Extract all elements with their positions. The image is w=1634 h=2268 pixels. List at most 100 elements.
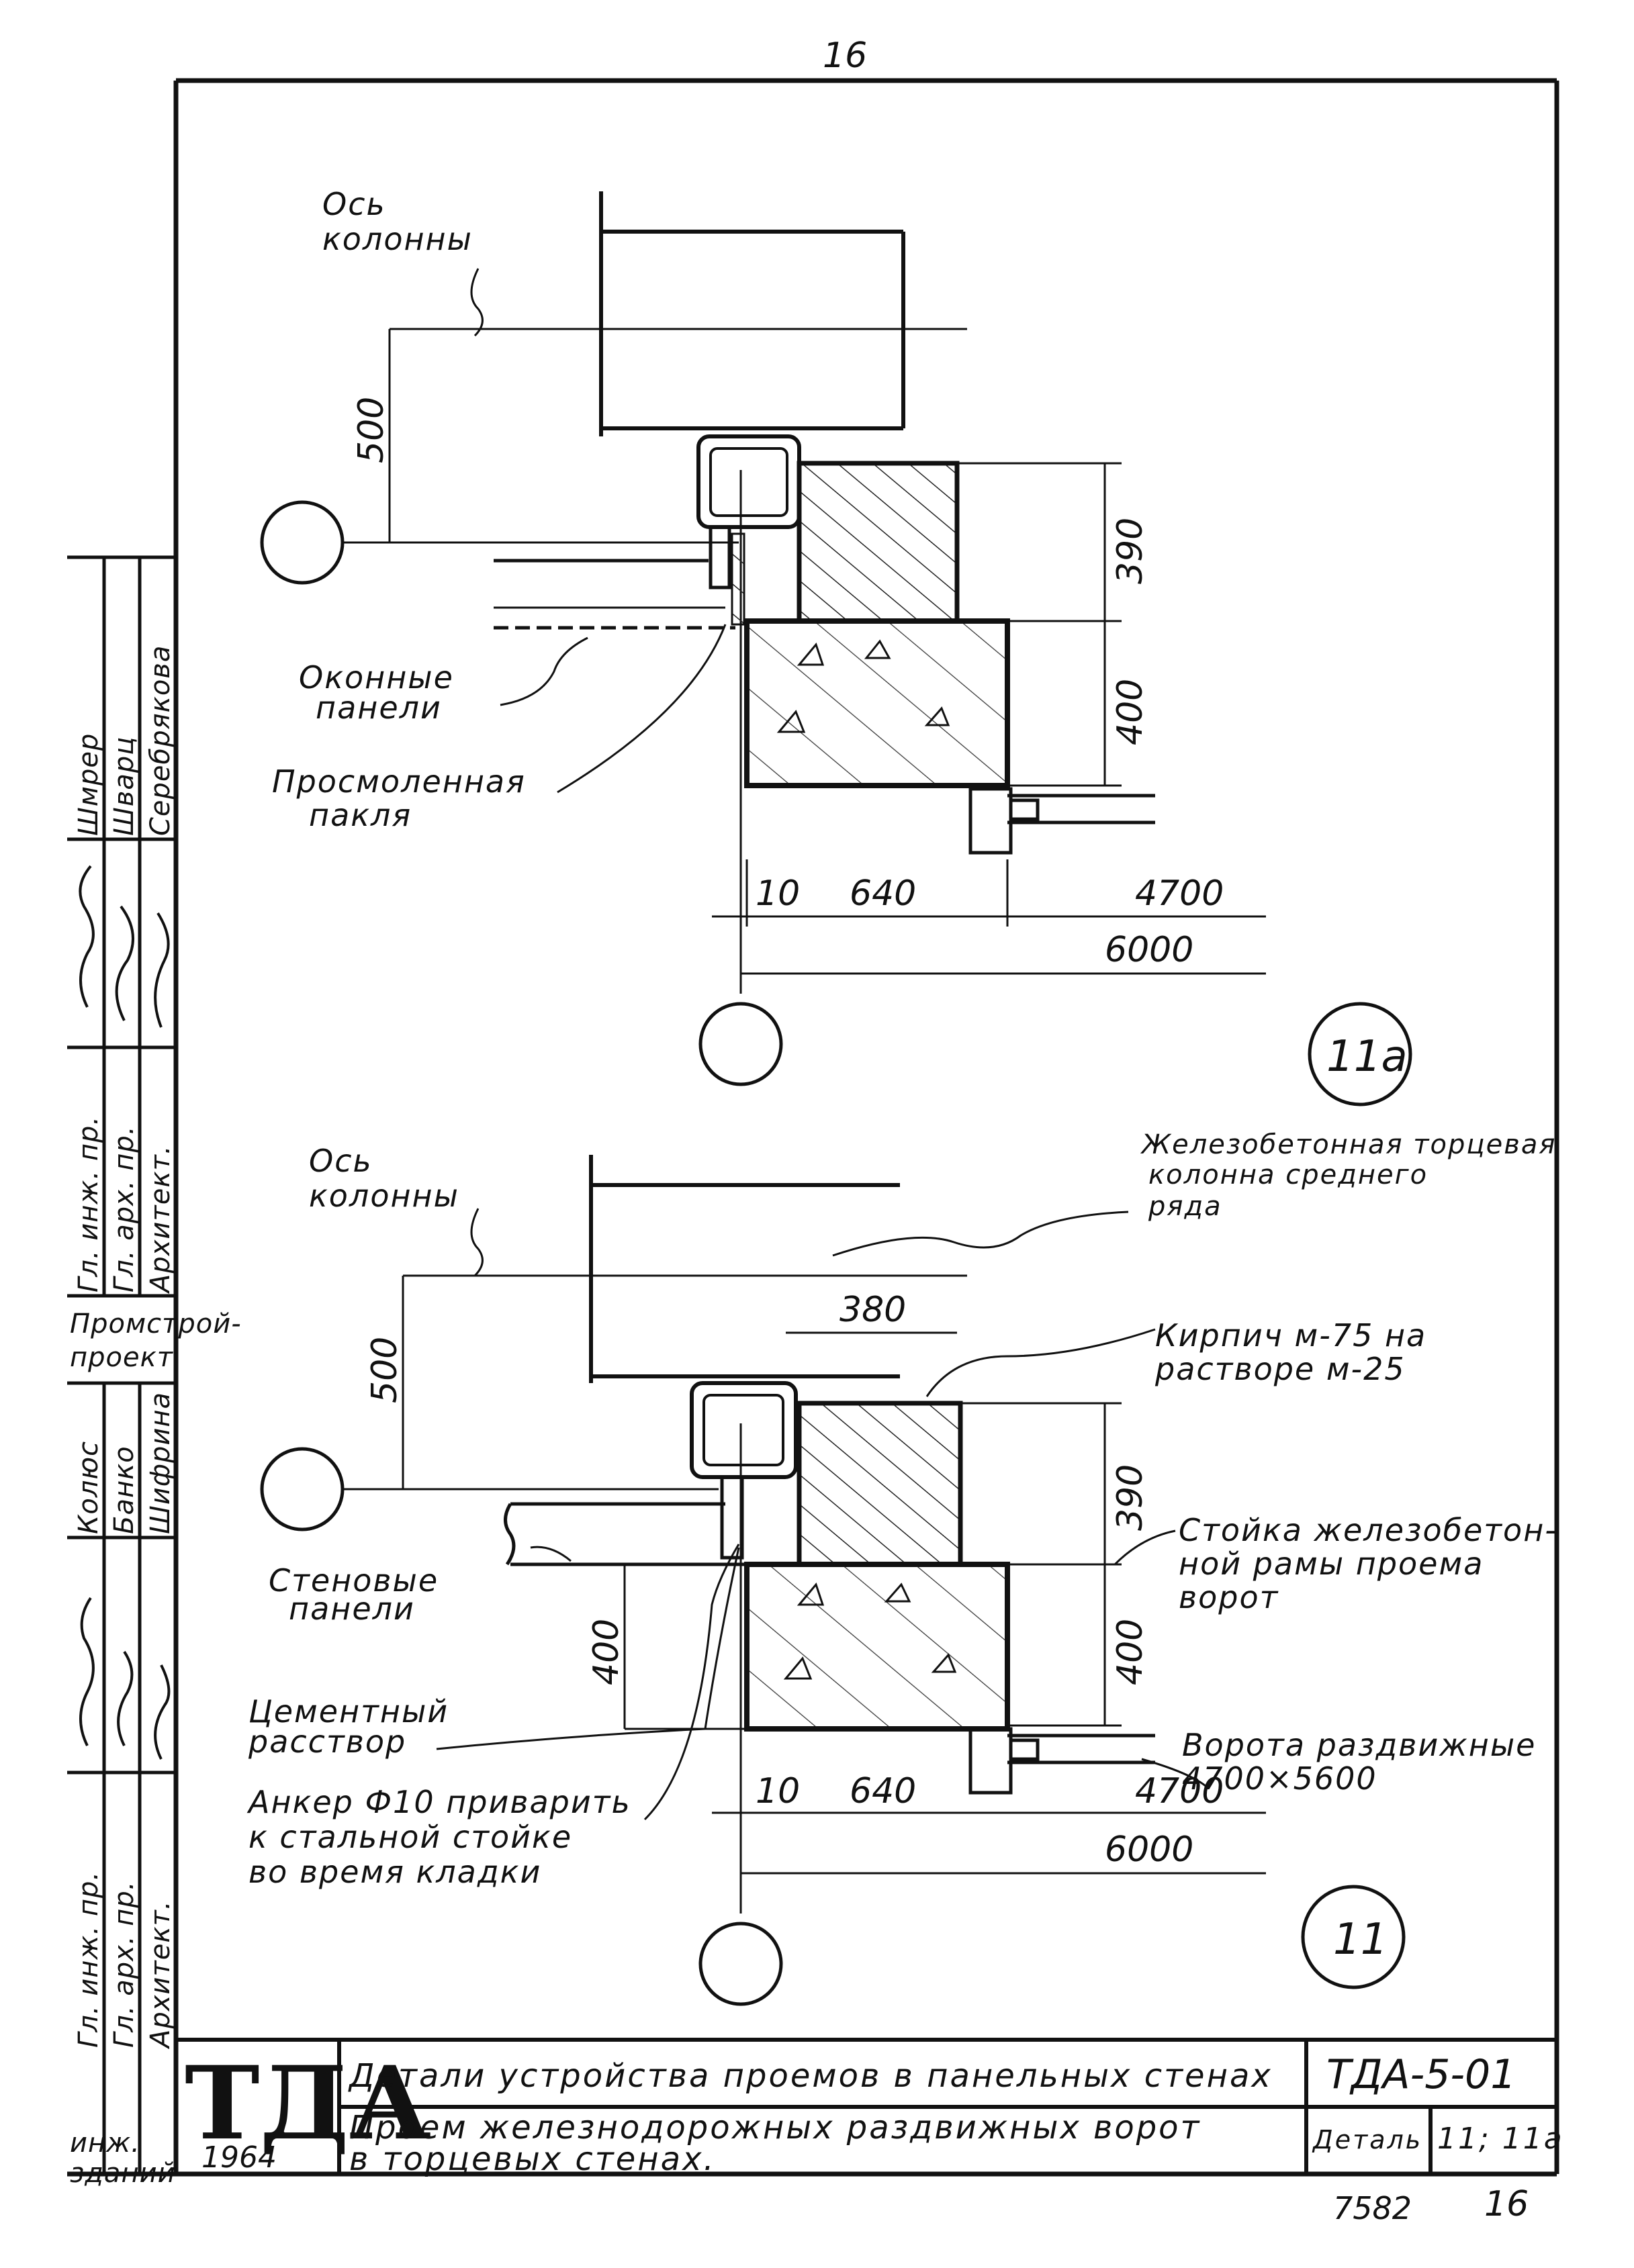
- label-gate-post-1: Стойка железобетон-: [1179, 1512, 1557, 1548]
- detail-marker-11-text: 11: [1333, 1915, 1388, 1965]
- stamp-name-2: Шварц: [109, 737, 140, 836]
- dim-6000-bottom: 6000: [1105, 1830, 1193, 1870]
- dim-390-bottom: 390: [1110, 1464, 1150, 1531]
- label-rc-column-1: Железобетонная торцевая: [1140, 1129, 1556, 1160]
- dim-6000-top: 6000: [1105, 930, 1193, 970]
- detail-marker-11a: [1308, 1002, 1412, 1106]
- stamp-name-5: Банко: [109, 1446, 140, 1534]
- gate-track-bottom: [968, 1727, 1155, 1795]
- dim-380-bottom: 380: [839, 1290, 906, 1330]
- leaders-top: [470, 268, 727, 794]
- label-cement-mortar-1: Цементный: [248, 1693, 449, 1730]
- detail-value: 11; 11а: [1437, 2122, 1564, 2156]
- stamp-name-3: Серебрякова: [145, 645, 176, 836]
- title-line-1: Детали устройства проемов в панельных ст…: [348, 2057, 1273, 2095]
- stamp-role-4: Гл. инж. пр.: [73, 1871, 104, 2048]
- leaders-bottom: [436, 1208, 1206, 1821]
- dim-4700-top: 4700: [1135, 873, 1224, 914]
- stamp-dept-1: инж.: [70, 2128, 140, 2159]
- detail-marker-11: [1301, 1885, 1406, 1989]
- title-line-2: Проем железнодорожных раздвижных ворот: [349, 2109, 1201, 2146]
- axis-bubble-bottom-bottom: [698, 1922, 783, 2006]
- dimension-lines-top: [388, 329, 1266, 975]
- dim-10-top: 10: [756, 873, 800, 914]
- title-line-3: в торцевых стенах.: [349, 2140, 716, 2178]
- label-cement-mortar-2: расствор: [248, 1723, 406, 1760]
- label-brick-2: растворе м-25: [1154, 1351, 1406, 1387]
- stamp-name-1: Шмрер: [73, 733, 104, 836]
- label-tarred-tow-1: Просмоленная: [272, 763, 526, 800]
- concrete-block-bottom: [744, 1562, 1010, 1732]
- sheet-number: 16: [1484, 2184, 1529, 2224]
- detail-label: Деталь: [1312, 2125, 1422, 2155]
- sheet-frame: [67, 78, 1559, 2177]
- gate-track-top: [968, 787, 1155, 855]
- detail-11: 500 380 390 400 400 10 640 4700 6000 Ось…: [246, 1129, 1557, 2006]
- dim-500-bottom: 500: [365, 1337, 405, 1403]
- stamp-name-4: Колюс: [73, 1441, 104, 1534]
- dim-10-bottom: 10: [756, 1771, 800, 1811]
- dim-400-bottom-left: 400: [586, 1619, 627, 1685]
- concrete-block-top: [744, 618, 1010, 788]
- stamp-dept-2: зданий: [70, 2158, 176, 2189]
- label-gate-post-3: ворот: [1179, 1579, 1279, 1615]
- label-anchor-1: Анкер Ф10 приварить: [246, 1784, 631, 1820]
- label-window-panels-2: панели: [316, 690, 442, 726]
- title-block: [176, 2038, 1557, 2174]
- label-column-axis-bottom-2: колонны: [309, 1178, 459, 1214]
- stamp-name-6: Шифрина: [145, 1392, 176, 1534]
- wall-panels: [504, 1502, 747, 1566]
- stamp-role-6: Архитект.: [145, 1900, 176, 2050]
- stamp-role-1: Гл. инж. пр.: [73, 1116, 104, 1292]
- label-rc-column-2: колонна среднего: [1148, 1160, 1428, 1190]
- label-column-axis-bottom-1: Ось: [309, 1143, 373, 1179]
- brick-block-top: [797, 461, 960, 624]
- detail-11a: 500 390 400 10 640 4700 6000 Ось колонны…: [260, 186, 1412, 1106]
- doc-code: ТДА-5-01: [1326, 2051, 1516, 2098]
- page-number: 16: [823, 36, 867, 76]
- dim-400-bottom-right: 400: [1110, 1619, 1150, 1685]
- label-gate-post-2: ной рамы проема: [1179, 1546, 1484, 1582]
- label-wall-panels-1: Стеновые: [269, 1562, 439, 1599]
- brick-block-bottom: [797, 1401, 963, 1567]
- axis-bubble-left-top: [260, 500, 345, 585]
- signatures: [79, 865, 171, 1760]
- title-year: 1964: [201, 2140, 277, 2175]
- dim-500-top: 500: [351, 397, 392, 463]
- side-stamp: [67, 555, 176, 2176]
- archive-number: 7582: [1333, 2190, 1412, 2226]
- concrete-aggregate-top: [776, 639, 950, 733]
- label-window-panels-1: Оконные: [299, 659, 454, 696]
- detail-marker-11a-text: 11a: [1326, 1032, 1408, 1082]
- stamp-role-5: Гл. арх. пр.: [109, 1881, 140, 2048]
- rc-column-top: [599, 191, 905, 436]
- label-rc-column-3: ряда: [1148, 1191, 1222, 1222]
- label-column-axis-top-2: колонны: [322, 221, 473, 257]
- label-sliding-gate-1: Ворота раздвижные: [1182, 1727, 1536, 1763]
- label-column-axis-top-1: Ось: [322, 186, 386, 222]
- window-panels: [494, 532, 745, 630]
- stamp-role-3: Архитект.: [145, 1145, 176, 1294]
- label-sliding-gate-2: 4700×5600: [1182, 1760, 1377, 1797]
- dim-390-top: 390: [1110, 518, 1150, 584]
- rc-column-bottom: [589, 1155, 900, 1383]
- dim-400-top: 400: [1110, 679, 1150, 745]
- stamp-org-2: проект: [70, 1342, 174, 1373]
- dimension-lines-bottom: [402, 1276, 1266, 1875]
- dim-640-bottom: 640: [850, 1771, 916, 1811]
- label-tarred-tow-2: пакля: [309, 797, 412, 833]
- title-logo: ТДА: [185, 2044, 431, 2163]
- steel-post-top: [696, 434, 801, 589]
- label-brick-1: Кирпич м-75 на: [1155, 1317, 1426, 1354]
- axis-bubble-bottom-top: [698, 1002, 783, 1086]
- steel-post-bottom: [690, 1381, 798, 1560]
- dim-4700-bottom: 4700: [1135, 1771, 1224, 1811]
- stamp-org-1: Промстрой-: [70, 1309, 242, 1339]
- label-wall-panels-2: панели: [289, 1591, 415, 1627]
- dim-640-top: 640: [850, 873, 916, 914]
- stamp-role-2: Гл. арх. пр.: [109, 1125, 140, 1292]
- label-anchor-2: к стальной стойке: [248, 1819, 572, 1855]
- axis-bubble-left-bottom: [260, 1447, 345, 1531]
- label-anchor-3: во время кладки: [248, 1854, 541, 1890]
